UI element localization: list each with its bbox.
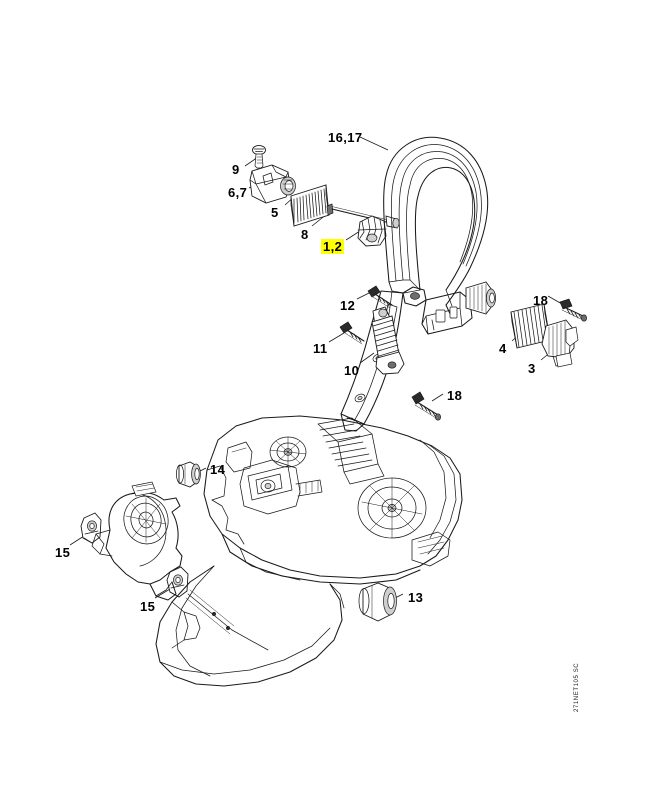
callout-4[interactable]: 4 [499, 341, 507, 356]
part-4-spring [510, 303, 551, 349]
guide-bar-lower-shell [155, 565, 345, 687]
callout-18-lower[interactable]: 18 [447, 388, 463, 403]
callout-3[interactable]: 3 [528, 361, 536, 376]
part-11-screw [339, 321, 365, 345]
callout-15-lower[interactable]: 15 [140, 599, 156, 614]
part-14-bushing [176, 461, 201, 488]
callout-6-7[interactable]: 6,7 [228, 185, 248, 200]
part-13-grommet [358, 582, 397, 622]
air-filter-housing [91, 481, 183, 601]
callout-16-17[interactable]: 16,17 [328, 130, 363, 145]
callout-9[interactable]: 9 [232, 162, 240, 177]
part-6-7-bracket [249, 164, 296, 204]
callout-11[interactable]: 11 [313, 341, 328, 356]
part-3-buffer [541, 319, 579, 368]
callout-8[interactable]: 8 [301, 227, 309, 242]
part-18-screw-lower [411, 391, 441, 421]
callout-10[interactable]: 10 [344, 363, 360, 378]
part-12-screw [367, 285, 393, 309]
chainsaw-body [203, 415, 463, 585]
callout-15-upper[interactable]: 15 [55, 545, 71, 560]
callout-5[interactable]: 5 [271, 205, 279, 220]
part-9-screw [252, 144, 266, 169]
part-10-spring-assembly [371, 306, 405, 375]
callout-1-2[interactable]: 1,2 [321, 239, 345, 254]
part-18-screw-upper [559, 298, 587, 322]
callout-13[interactable]: 13 [408, 590, 424, 605]
callout-18-upper[interactable]: 18 [533, 293, 549, 308]
handle-frame-casting [340, 281, 496, 432]
part-16-17-handle-bar [383, 136, 489, 319]
part-5-spring [290, 184, 330, 227]
callout-12[interactable]: 12 [340, 298, 356, 313]
part-15-mount-upper [80, 512, 102, 544]
drawing-code: 271NET105 SC [574, 662, 580, 712]
callout-14[interactable]: 14 [210, 462, 226, 477]
part-1-2-damper-cap [357, 215, 387, 247]
